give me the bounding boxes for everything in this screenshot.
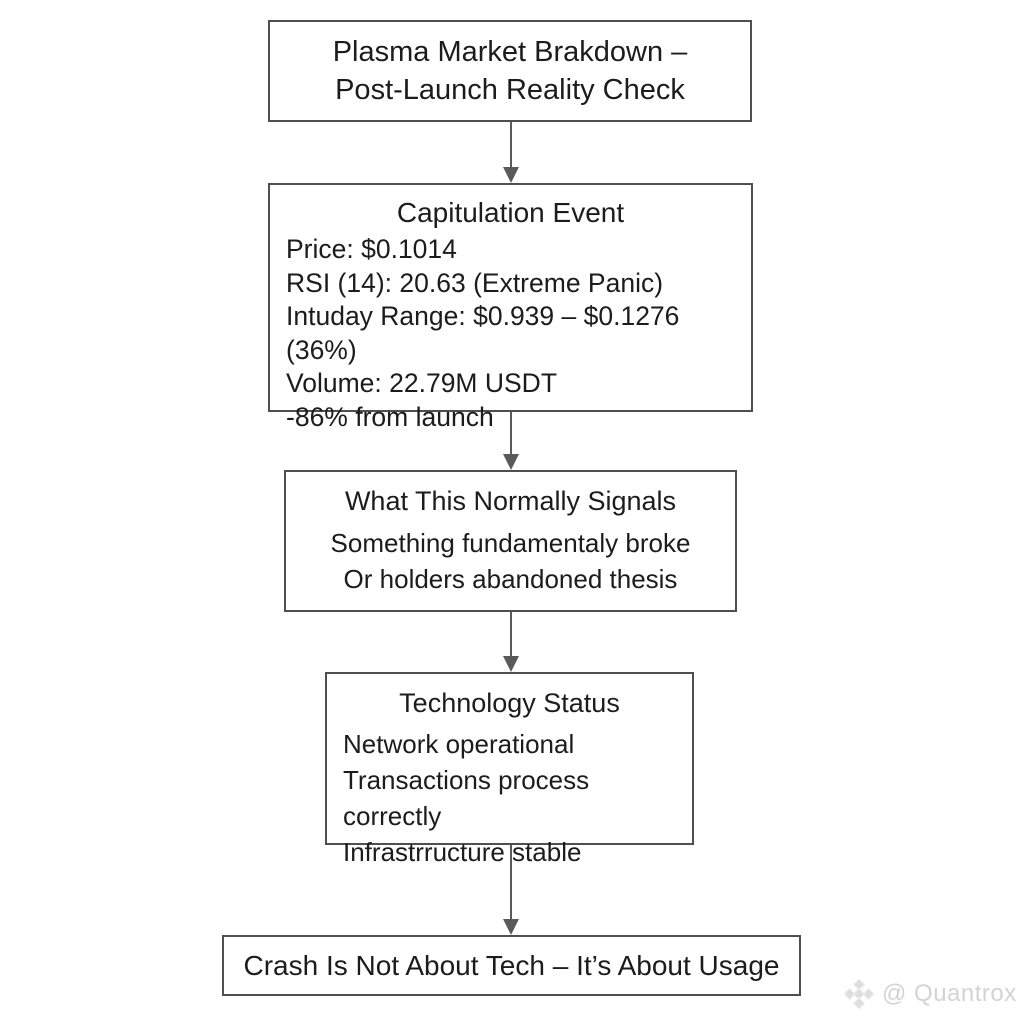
- flow-box-technology-status: Technology Status Network operational Tr…: [325, 672, 694, 867]
- box-header: What This Normally Signals: [344, 486, 677, 516]
- flow-box-capitulation-event: Capitulation Event Price: $0.1014 RSI (1…: [268, 183, 753, 432]
- box-header: Capitulation Event: [396, 197, 625, 228]
- stat-line-price: Price: $0.1014: [286, 234, 457, 264]
- flow-box-normal-signals: What This Normally Signals Something fun…: [284, 470, 737, 612]
- arrow-stem: [509, 412, 513, 454]
- title-line: Plasma Market Brakdown –: [332, 36, 688, 68]
- box-body: Something fundamentaly broke Or holders …: [286, 525, 735, 597]
- flow-box-conclusion: Crash Is Not About Tech – It’s About Usa…: [222, 935, 801, 996]
- box-header: Technology Status: [399, 688, 620, 718]
- box-body: Price: $0.1014 RSI (14): 20.63 (Extreme …: [270, 233, 751, 434]
- watermark-handle: @ Quantrox: [882, 980, 1017, 1007]
- conclusion-text: Crash Is Not About Tech – It’s About Usa…: [243, 949, 780, 981]
- arrow-head-icon: [503, 454, 519, 470]
- tech-line: Network operational: [343, 729, 575, 759]
- signal-line: Something fundamentaly broke: [330, 528, 691, 558]
- stat-line-range: Intuday Range: $0.939 – $0.1276 (36%): [286, 301, 680, 365]
- arrow-head-icon: [503, 919, 519, 935]
- box-body: Network operational Transactions process…: [327, 726, 692, 870]
- watermark: @ Quantrox: [843, 978, 1017, 1010]
- flow-arrow-3: [503, 612, 519, 672]
- flow-box-title: Plasma Market Brakdown – Post-Launch Rea…: [268, 20, 752, 122]
- tech-line: Transactions process correctly: [343, 765, 590, 831]
- arrow-stem: [509, 845, 513, 919]
- gem-diamond-icon: [843, 978, 875, 1010]
- tech-line: Infrastrructure stable: [343, 837, 582, 867]
- title-line: Post-Launch Reality Check: [335, 74, 685, 106]
- arrow-head-icon: [503, 656, 519, 672]
- flow-arrow-4: [503, 845, 519, 935]
- flow-arrow-2: [503, 412, 519, 470]
- arrow-stem: [509, 612, 513, 656]
- stat-line-volume: Volume: 22.79M USDT: [286, 368, 558, 398]
- signal-line: Or holders abandoned thesis: [343, 564, 678, 594]
- flow-arrow-1: [503, 122, 519, 183]
- arrow-head-icon: [503, 167, 519, 183]
- stat-line-drawdown: -86% from launch: [286, 401, 494, 432]
- arrow-stem: [509, 122, 513, 167]
- stat-line-rsi: RSI (14): 20.63 (Extreme Panic): [286, 267, 664, 298]
